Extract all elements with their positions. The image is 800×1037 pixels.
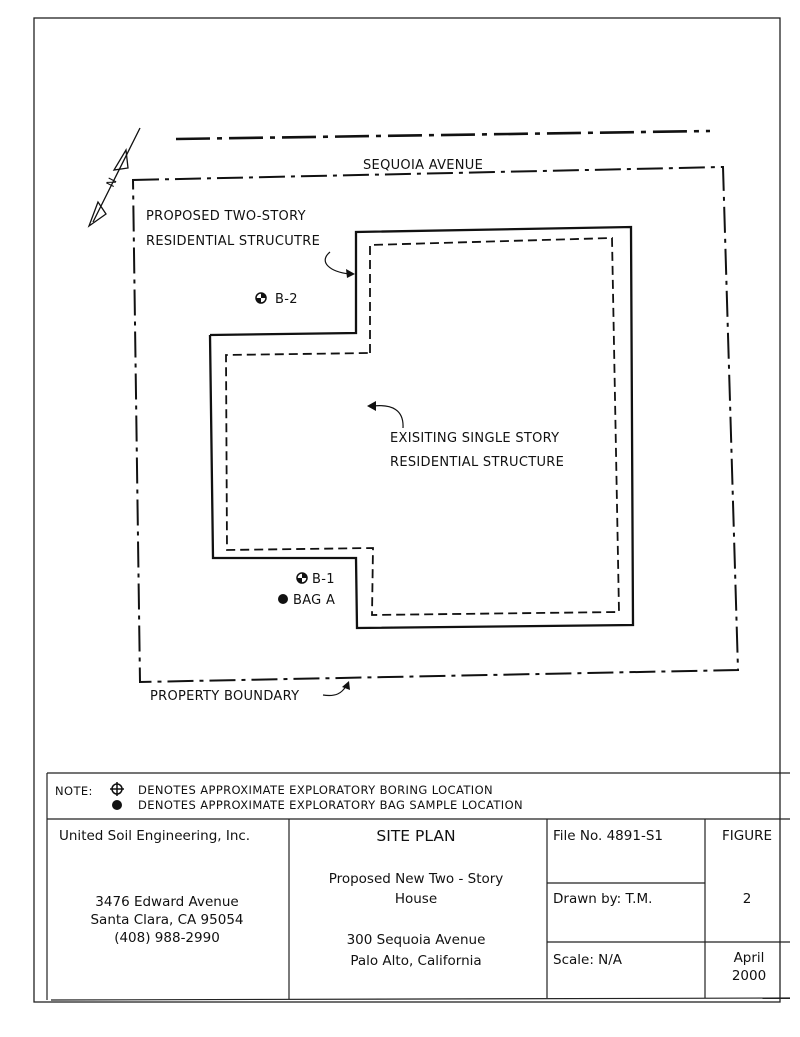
- date-month: April: [734, 950, 765, 966]
- company-address-2: Santa Clara, CA 95054: [90, 912, 243, 928]
- proposed-structure-outline: [208, 225, 635, 630]
- existing-structure-outline: [225, 237, 620, 616]
- bag-sample-label: BAG A: [293, 593, 335, 608]
- site-address-1: 300 Sequoia Avenue: [347, 932, 486, 948]
- existing-leader-arrow-icon: [367, 401, 404, 429]
- company-name: United Soil Engineering, Inc.: [59, 828, 250, 844]
- boring-b1-label: B-1: [312, 572, 335, 587]
- drawn-by: Drawn by: T.M.: [553, 891, 652, 907]
- property-boundary-line: [131, 165, 740, 684]
- boring-b2-label: B-2: [275, 292, 298, 307]
- existing-structure-label-1: EXISITING SINGLE STORY: [390, 431, 559, 446]
- street-name-label: SEQUOIA AVENUE: [363, 158, 483, 173]
- proposed-leader-arrow-icon: [324, 251, 355, 278]
- street-centerline: [175, 129, 711, 141]
- note-prefix: NOTE:: [55, 784, 93, 798]
- note-bag-text: DENOTES APPROXIMATE EXPLORATORY BAG SAMP…: [138, 798, 523, 812]
- bag-sample-icon: [278, 594, 288, 604]
- sheet-border: [33, 17, 781, 1003]
- north-arrow-icon: N: [87, 127, 141, 228]
- scale: Scale: N/A: [553, 952, 623, 968]
- boring-legend-icon: [110, 782, 124, 796]
- company-phone: (408) 988-2990: [114, 930, 220, 946]
- title-block-grid: [47, 818, 791, 1001]
- north-letter: N: [103, 175, 120, 189]
- note-boring-text: DENOTES APPROXIMATE EXPLORATORY BORING L…: [138, 783, 493, 797]
- proposed-structure-label-1: PROPOSED TWO-STORY: [146, 209, 306, 224]
- bag-sample-marker: BAG A: [278, 593, 335, 608]
- property-boundary-label: PROPERTY BOUNDARY: [150, 689, 299, 704]
- boring-b2-marker: B-2: [255, 292, 298, 307]
- existing-structure-label-2: RESIDENTIAL STRUCTURE: [390, 455, 564, 470]
- project-desc-1: Proposed New Two - Story: [329, 871, 504, 887]
- figure-label: FIGURE: [722, 828, 772, 844]
- bag-legend-icon: [112, 800, 122, 810]
- sheet-title: SITE PLAN: [376, 827, 455, 845]
- proposed-structure-label-2: RESIDENTIAL STRUCUTRE: [146, 234, 320, 249]
- company-address-1: 3476 Edward Avenue: [95, 894, 238, 910]
- file-number: File No. 4891-S1: [553, 828, 663, 844]
- date-year: 2000: [732, 968, 766, 984]
- site-address-2: Palo Alto, California: [350, 953, 481, 969]
- boundary-leader-arrow-icon: [322, 681, 350, 697]
- figure-number: 2: [743, 891, 752, 907]
- boring-b1-marker: B-1: [296, 572, 335, 587]
- project-desc-2: House: [395, 891, 437, 907]
